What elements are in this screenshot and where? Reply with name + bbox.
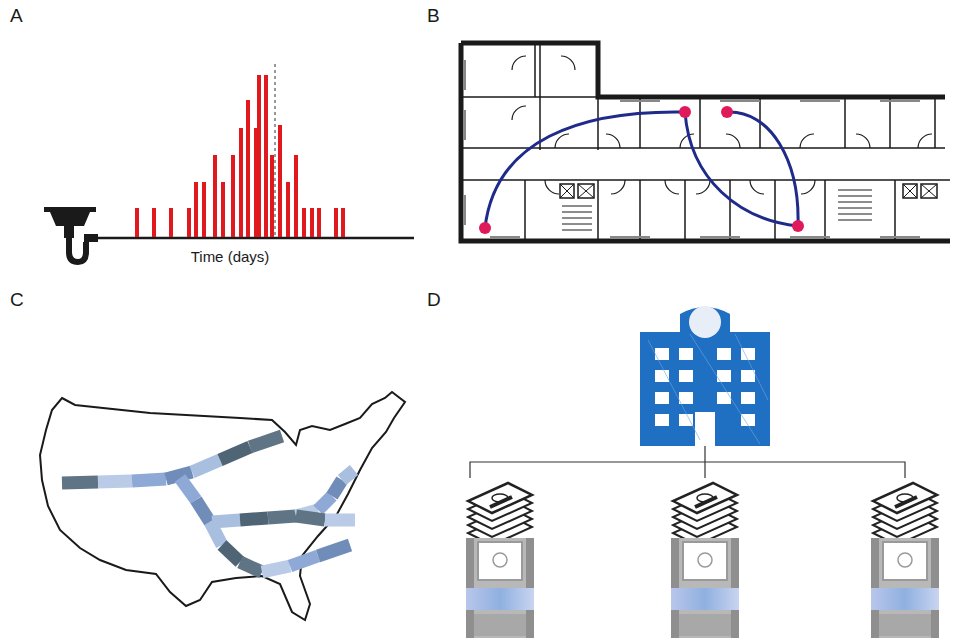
case-bar [202,182,206,237]
pipeline-segment [212,520,240,522]
pipeline-segment [250,436,282,447]
us-map-outline [40,392,405,620]
panel-letter: D [427,290,441,311]
case-bar [169,208,173,237]
pipeline-segment [220,447,250,460]
case-bar [286,182,290,237]
transmission-paths [485,112,798,228]
bed-device [871,538,939,638]
bed-device [671,538,739,638]
case-bar [278,125,282,237]
pipeline-segment [196,500,210,522]
money-stack [873,483,937,545]
sink-icon [44,207,98,262]
case-bar [221,182,225,237]
case-bar [194,182,198,237]
case-bar [239,128,243,237]
panel-letter: B [427,6,440,27]
case-bar [341,208,345,237]
panel-letter: A [10,6,23,27]
case-bar [187,208,191,237]
case-bar [310,208,314,237]
pipeline-segment [262,566,290,572]
pipeline-segment [240,518,268,520]
pipeline-segment [62,482,98,483]
case-bar [302,208,306,237]
case-bar [264,75,268,237]
panel-letter: C [10,290,24,311]
marker-line [275,64,276,237]
case-bar [152,208,156,237]
pipeline-segment [318,496,332,510]
pipeline-segment [268,516,296,518]
pipeline-segment [332,480,342,496]
pipeline-segment [192,460,220,472]
case-bar [231,155,235,237]
case-bars [135,75,345,237]
pipeline-segment [318,545,350,556]
pipeline-segment [222,545,240,562]
case-bar [317,208,321,237]
time-axis [96,237,414,240]
pipeline-segment [325,514,355,527]
floor-plan [461,43,950,241]
funding-tree [470,446,905,478]
hospital-building [640,306,770,446]
person-dots [479,106,804,234]
case-bar [294,155,298,237]
case-bar [213,155,217,237]
money-stack [468,483,532,545]
case-bar [135,208,139,237]
pipeline-segment [98,481,132,482]
pipeline-segments [62,436,355,572]
pipeline-segment [166,472,192,479]
case-bar [270,155,274,237]
pipeline-segment [180,478,196,500]
money-stack [673,483,737,545]
case-bar [334,208,338,237]
pipeline-segment [296,516,325,520]
axis-label: Time (days) [189,249,272,266]
case-bar [257,75,261,237]
pipeline-segment [132,479,166,481]
bed-device [466,538,534,638]
pipeline-segment [290,556,318,566]
case-bar [246,100,250,237]
pipeline-segment [342,470,354,480]
pipeline-segment [240,562,262,572]
